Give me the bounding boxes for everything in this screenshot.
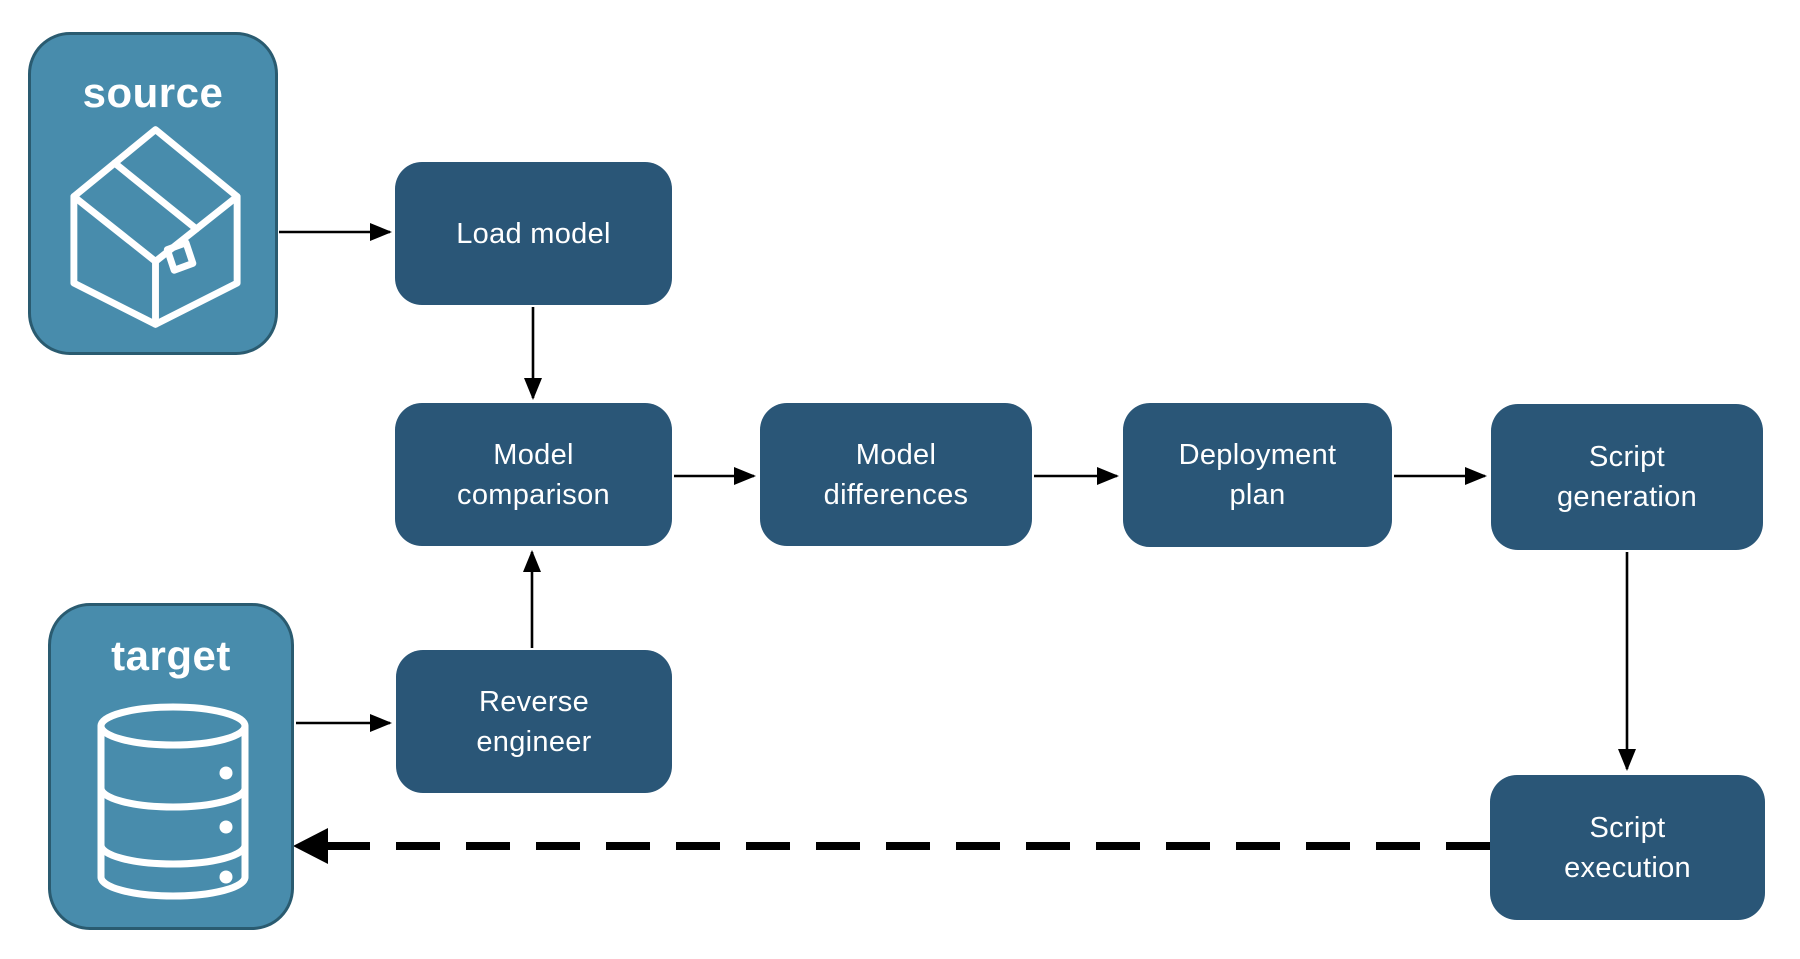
node-model-differences-label: Model differences <box>823 438 969 511</box>
node-script-generation-label: Script generation <box>1556 441 1698 513</box>
source-title: source <box>82 69 224 116</box>
target-title: target <box>111 632 231 679</box>
node-model-comparison: Model comparison <box>395 403 672 546</box>
node-reverse-engineer: Reverse engineer <box>396 650 672 793</box>
node-model-differences: Model differences <box>760 403 1032 546</box>
database-icon <box>97 703 249 900</box>
node-deployment-plan-label: Deployment plan <box>1178 439 1337 511</box>
node-deployment-plan: Deployment plan <box>1123 403 1392 547</box>
package-icon <box>70 126 241 328</box>
node-load-model: Load model <box>395 162 672 305</box>
node-script-generation: Script generation <box>1491 404 1763 550</box>
source-container: source <box>28 32 278 355</box>
node-load-model-label: Load model <box>456 217 611 250</box>
node-script-execution-label: Script execution <box>1564 811 1691 884</box>
dashed-arrowhead <box>293 828 328 864</box>
node-script-execution: Script execution <box>1490 775 1765 920</box>
node-model-comparison-label: Model comparison <box>457 438 610 511</box>
target-container: target <box>48 603 294 930</box>
node-reverse-engineer-label: Reverse engineer <box>476 685 592 758</box>
